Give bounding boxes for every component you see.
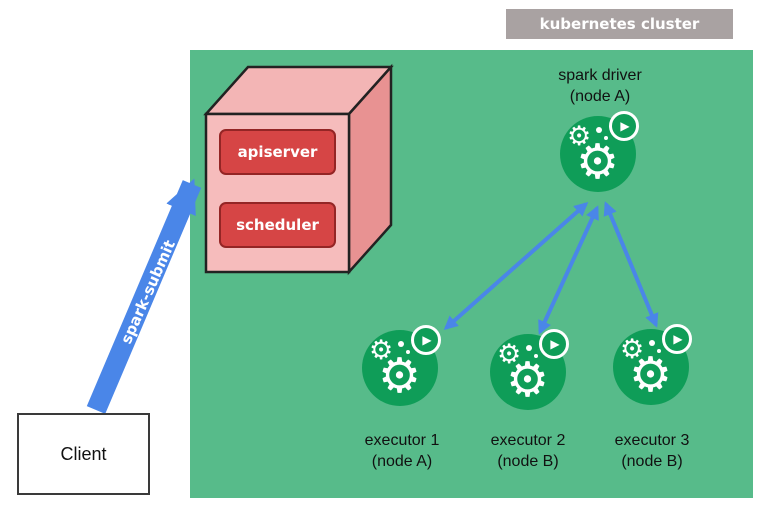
gear-dot-icon xyxy=(526,345,532,351)
gear-icon: ⚙ xyxy=(567,121,592,152)
executor-3-label: executor 3 (node B) xyxy=(577,431,727,473)
executor-3-node: (node B) xyxy=(621,452,683,470)
play-icon: ▶ xyxy=(550,337,560,351)
apiserver-box: apiserver xyxy=(219,129,336,175)
play-badge-icon: ▶ xyxy=(609,111,639,141)
executor-2-pod-icon: ⚙ ⚙ ▶ xyxy=(490,329,569,410)
gear-icon: ⚙ xyxy=(506,352,550,408)
gear-dot-icon xyxy=(604,136,608,140)
gear-dot-icon xyxy=(534,354,538,358)
executor-1-pod-icon: ⚙ ⚙ ▶ xyxy=(362,325,441,406)
executor-1-label: executor 1 (node A) xyxy=(327,431,477,473)
driver-executor-1-arrow xyxy=(443,202,589,330)
gear-dot-icon xyxy=(649,340,655,346)
gear-icon: ⚙ xyxy=(629,347,673,403)
play-badge-icon: ▶ xyxy=(662,324,692,354)
play-icon: ▶ xyxy=(620,119,630,133)
gear-dot-icon xyxy=(596,127,602,133)
spark-driver-pod-icon: ⚙ ⚙ ▶ xyxy=(560,111,639,192)
gear-icon: ⚙ xyxy=(497,339,522,370)
play-icon: ▶ xyxy=(673,332,683,346)
executor-2-node: (node B) xyxy=(497,452,559,470)
play-icon: ▶ xyxy=(422,333,432,347)
executor-1-node: (node A) xyxy=(371,452,433,470)
spark-submit-arrow xyxy=(86,178,202,414)
kubernetes-cluster-label: kubernetes cluster xyxy=(506,9,733,39)
gear-icon: ⚙ xyxy=(576,134,620,190)
driver-executor-2-arrow xyxy=(538,205,599,335)
client-label: Client xyxy=(60,443,107,464)
gear-dot-icon xyxy=(657,349,661,353)
scheduler-box: scheduler xyxy=(219,202,336,248)
executor-3-name: executor 3 xyxy=(614,432,690,449)
play-badge-icon: ▶ xyxy=(539,329,569,359)
play-badge-icon: ▶ xyxy=(411,325,441,355)
gear-icon: ⚙ xyxy=(620,334,645,365)
executor-2-label: executor 2 (node B) xyxy=(453,431,603,473)
executor-2-name: executor 2 xyxy=(490,432,566,449)
gear-icon: ⚙ xyxy=(378,348,422,404)
spark-driver-node: (node A) xyxy=(569,87,631,105)
driver-executor-3-arrow xyxy=(603,201,659,328)
apiserver-label: apiserver xyxy=(237,143,318,161)
client-box: Client xyxy=(17,413,150,495)
gear-icon: ⚙ xyxy=(369,335,394,366)
spark-driver-name: spark driver xyxy=(558,67,642,84)
executor-3-pod-icon: ⚙ ⚙ ▶ xyxy=(613,324,692,405)
gear-dot-icon xyxy=(398,341,404,347)
gear-dot-icon xyxy=(406,350,410,354)
scheduler-label: scheduler xyxy=(236,216,319,234)
executor-1-name: executor 1 xyxy=(364,432,440,449)
spark-driver-label: spark driver (node A) xyxy=(520,66,680,108)
